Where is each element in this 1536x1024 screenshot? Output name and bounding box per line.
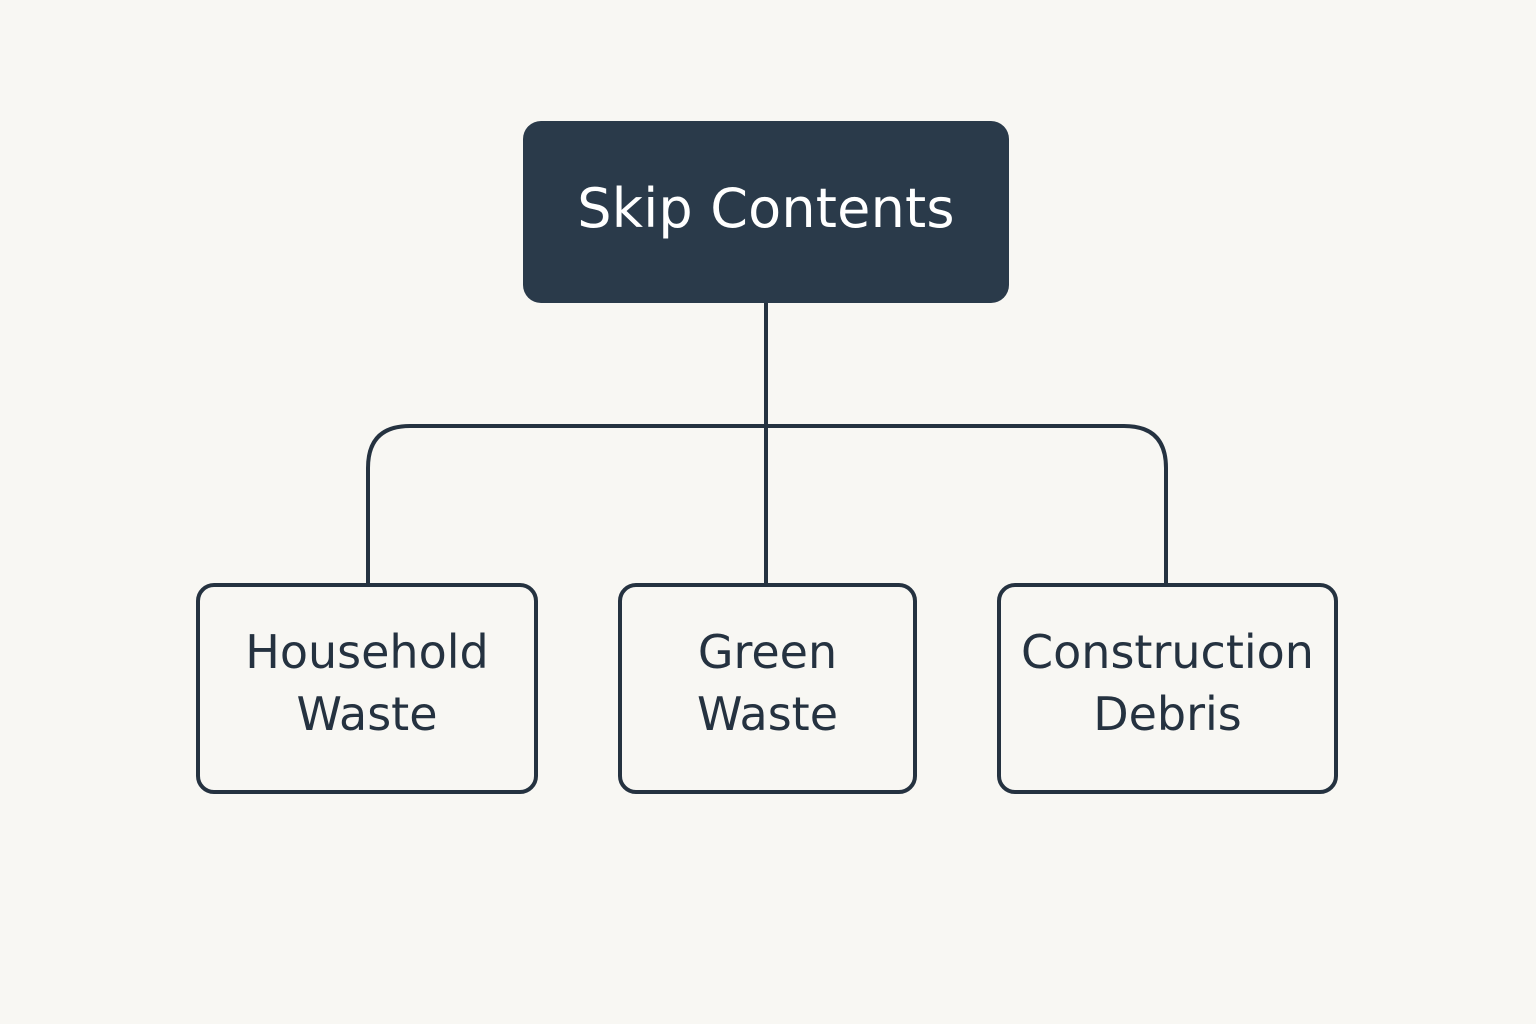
child-node-household-waste: Household Waste — [196, 583, 538, 794]
child-node-construction-debris: Construction Debris — [997, 583, 1338, 794]
child-node-label: Green Waste — [696, 624, 839, 741]
root-node-label: Skip Contents — [577, 176, 955, 240]
connector-branch-right — [764, 424, 1168, 585]
child-node-green-waste: Green Waste — [618, 583, 917, 794]
connector-branch-left — [366, 424, 768, 585]
root-node: Skip Contents — [523, 121, 1009, 303]
child-node-label: Household Waste — [245, 624, 489, 741]
child-node-label: Construction Debris — [1021, 624, 1314, 741]
